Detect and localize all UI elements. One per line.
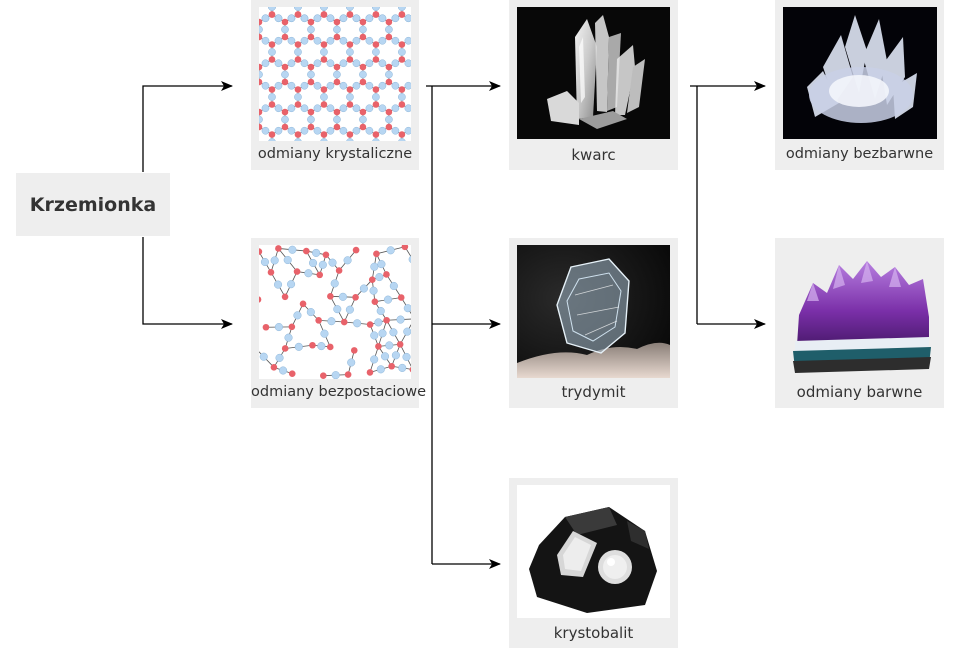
node-crystalline-label: odmiany krystaliczne <box>257 146 413 162</box>
root-node-krzemionka: Krzemionka <box>16 173 170 236</box>
node-colorless-label: odmiany bezbarwne <box>785 146 934 162</box>
node-amorphous: odmiany bezpostaciowe <box>251 238 427 408</box>
node-tridymite: trydymit <box>509 238 678 408</box>
cristobalite-obsidian-photo <box>517 485 670 618</box>
node-cristobalite-label: krystobalit <box>553 624 634 642</box>
node-cristobalite: krystobalit <box>509 478 678 648</box>
rock-crystal-photo <box>783 7 937 139</box>
amorphous-network-icon <box>259 245 411 379</box>
tridymite-crystal-photo <box>517 245 670 378</box>
quartz-crystal-photo <box>517 7 670 139</box>
node-colorless: odmiany bezbarwne <box>775 0 944 170</box>
node-crystalline: odmiany krystaliczne <box>251 0 419 170</box>
hexagonal-lattice-icon <box>259 7 411 141</box>
node-amorphous-label: odmiany bezpostaciowe <box>251 384 427 400</box>
node-tridymite-label: trydymit <box>561 383 626 401</box>
node-colored-label: odmiany barwne <box>796 383 923 401</box>
arrow-root-to-amorphous <box>142 237 233 329</box>
arrow-root-to-crystalline <box>142 81 233 172</box>
node-quartz-label: kwarc <box>571 146 616 164</box>
amethyst-photo <box>783 245 937 378</box>
node-colored: odmiany barwne <box>775 238 944 408</box>
root-label: Krzemionka <box>29 193 157 216</box>
node-quartz: kwarc <box>509 0 678 170</box>
